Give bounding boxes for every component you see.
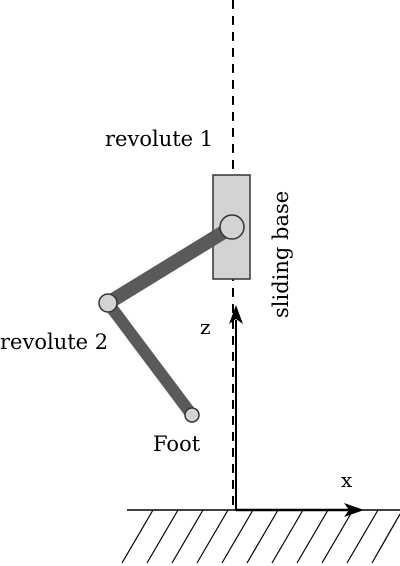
foot-label: Foot <box>153 432 201 456</box>
sliding-base-label: sliding base <box>269 191 293 318</box>
upper-link <box>101 220 239 310</box>
z-axis-arrowhead <box>229 305 243 324</box>
revolute-2-label: revolute 2 <box>0 330 108 354</box>
revolute-1-label: revolute 1 <box>105 127 213 151</box>
ground-hatching <box>121 509 400 564</box>
revolute-1-joint <box>219 214 245 240</box>
lower-link <box>102 297 198 421</box>
foot-point <box>184 407 200 423</box>
z-axis-label: z <box>200 315 211 339</box>
revolute-2-joint <box>98 293 118 313</box>
x-axis-label: x <box>341 468 353 492</box>
x-axis-arrowhead <box>344 503 364 517</box>
